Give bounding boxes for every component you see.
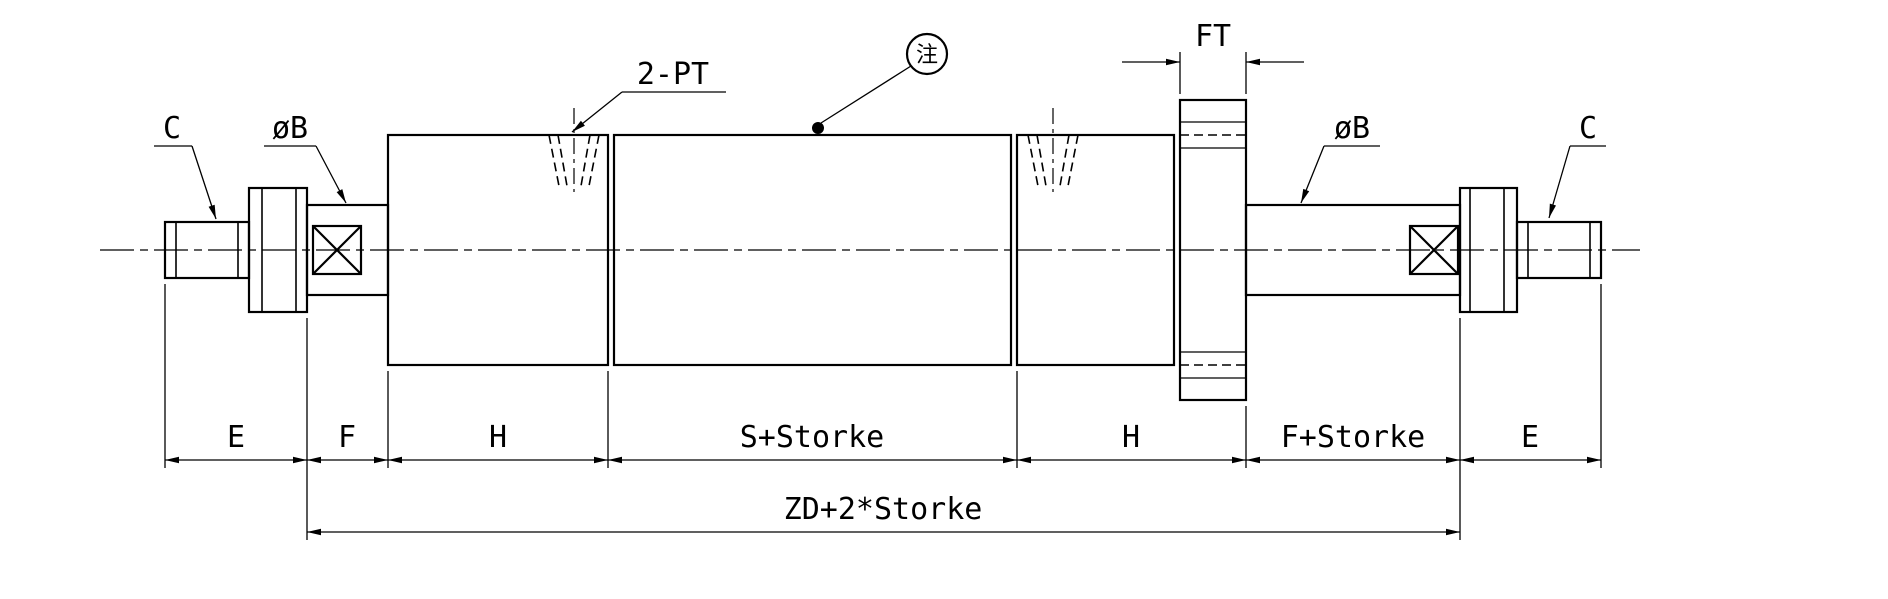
cylinder-head-right — [1015, 133, 1176, 367]
dim-chain-row: E F H S+Storke H F+Storke E — [164, 284, 1602, 540]
dim-label-h-right: H — [1122, 420, 1140, 455]
dim-ft: FT — [1122, 19, 1304, 94]
note-label: 注 — [916, 43, 938, 68]
head-right-body — [1015, 133, 1176, 367]
label-c-right: C — [1579, 111, 1597, 146]
dim-overall: ZD+2*Storke — [307, 492, 1460, 536]
cylinder-tube — [612, 133, 1013, 367]
tube-body — [612, 133, 1013, 367]
head-left-body — [386, 133, 610, 367]
note-callout: 注 — [812, 32, 949, 134]
right-wrench-flat — [1408, 224, 1460, 276]
right-rod-thread — [1515, 220, 1603, 280]
label-dia-b-right: øB — [1334, 111, 1370, 146]
callout-dia-b-right: øB — [1300, 111, 1380, 204]
dim-label-ft: FT — [1195, 19, 1231, 54]
port-left — [548, 108, 600, 192]
callout-c-left: C — [154, 111, 217, 220]
port-right — [1027, 108, 1079, 192]
left-wrench-flat — [311, 224, 363, 276]
cylinder-head-left — [386, 133, 610, 367]
note-dot — [812, 122, 824, 134]
label-ports: 2-PT — [637, 57, 709, 92]
label-dia-b-left: øB — [272, 111, 308, 146]
right-thread-body — [1515, 220, 1603, 280]
dim-label-f-left: F — [338, 420, 356, 455]
left-rod-shoulder — [305, 203, 390, 297]
dim-label-f-stroke: F+Storke — [1281, 420, 1426, 455]
callout-ports: 2-PT — [571, 57, 726, 133]
dim-label-s-stroke: S+Storke — [740, 420, 885, 455]
dim-label-e-right: E — [1521, 420, 1539, 455]
label-c-left: C — [163, 111, 181, 146]
callout-dia-b-left: øB — [264, 111, 347, 204]
dim-label-overall: ZD+2*Storke — [784, 492, 983, 527]
note-balloon — [905, 32, 949, 76]
dim-label-e-left: E — [227, 420, 245, 455]
dim-label-h-left: H — [489, 420, 507, 455]
callout-c-right: C — [1548, 111, 1606, 219]
